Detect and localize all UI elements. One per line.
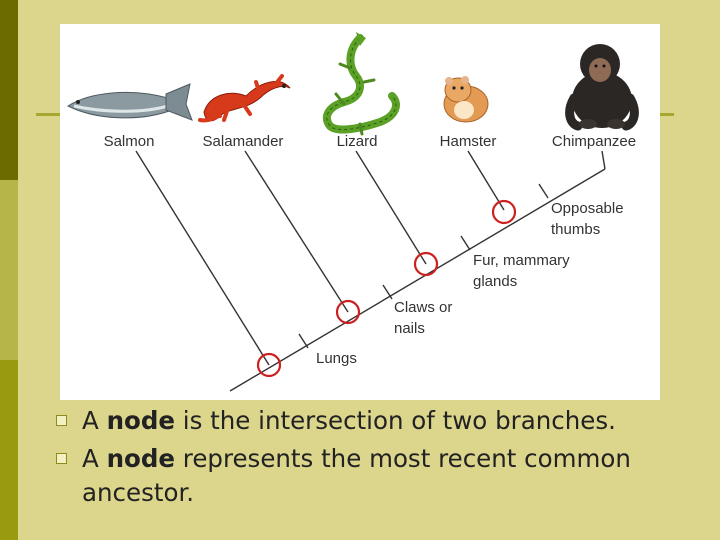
branch-salmon (135, 150, 270, 366)
branch-hamster (467, 150, 505, 211)
title-rule-left (36, 113, 62, 116)
chimpanzee-icon (565, 44, 639, 131)
bullet-text-post: represents the most recent common (175, 444, 631, 473)
bullet-text-pre: A (82, 406, 107, 435)
title-rule-right (656, 113, 674, 116)
trait-tick-fur (460, 235, 471, 251)
bullet-text-pre: A (82, 444, 107, 473)
slide-side-band-mid (0, 180, 18, 360)
cladogram: Salmon Salamander Lizard Hamster Chimpan… (66, 32, 639, 392)
node-circle (413, 251, 439, 277)
bullet-square-icon (56, 415, 67, 426)
trait-label-lungs: Lungs (316, 350, 357, 367)
taxon-label-chimpanzee: Chimpanzee (552, 133, 636, 150)
bullet-square-icon (56, 453, 67, 464)
bullet-text-post: is the intersection of two branches. (175, 406, 616, 435)
trait-tick-claws (382, 284, 393, 300)
cladogram-panel: Salmon Salamander Lizard Hamster Chimpan… (60, 24, 660, 400)
salmon-icon (66, 83, 193, 121)
bullet-item: A node is the intersection of two branch… (52, 402, 720, 440)
trait-label-claws-line2: nails (394, 320, 425, 337)
trait-label-thumbs-line1: Opposable (551, 200, 624, 217)
bullet-item: A node represents the most recent common… (52, 440, 720, 512)
trait-tick-thumbs (538, 183, 549, 199)
node-circle (491, 199, 517, 225)
trait-label-fur-line1: Fur, mammary (473, 252, 570, 269)
branch-chimpanzee (601, 150, 606, 170)
taxon-label-salamander: Salamander (203, 133, 284, 150)
trait-tick-lungs (298, 333, 309, 349)
main-branch (229, 168, 606, 392)
taxon-label-salmon: Salmon (104, 133, 155, 150)
trait-label-fur-line2: glands (473, 273, 517, 290)
slide-side-band-dark (0, 0, 18, 180)
hamster-icon (443, 76, 489, 123)
node-circle (335, 299, 361, 325)
trait-label-claws-line1: Claws or (394, 299, 452, 316)
bullet-text-bold: node (106, 444, 175, 473)
lizard-icon (322, 32, 400, 136)
salamander-icon (198, 74, 291, 123)
taxon-label-hamster: Hamster (440, 133, 497, 150)
trait-label-thumbs-line2: thumbs (551, 221, 600, 238)
branch-lizard (355, 150, 427, 265)
bullet-list: A node is the intersection of two branch… (52, 402, 720, 512)
node-circle (256, 352, 282, 378)
branch-salamander (244, 150, 349, 313)
slide-side-band-low (0, 360, 18, 540)
bullet-text-continuation: ancestor. (82, 478, 195, 507)
bullet-text-bold: node (106, 406, 175, 435)
taxon-label-lizard: Lizard (337, 133, 378, 150)
